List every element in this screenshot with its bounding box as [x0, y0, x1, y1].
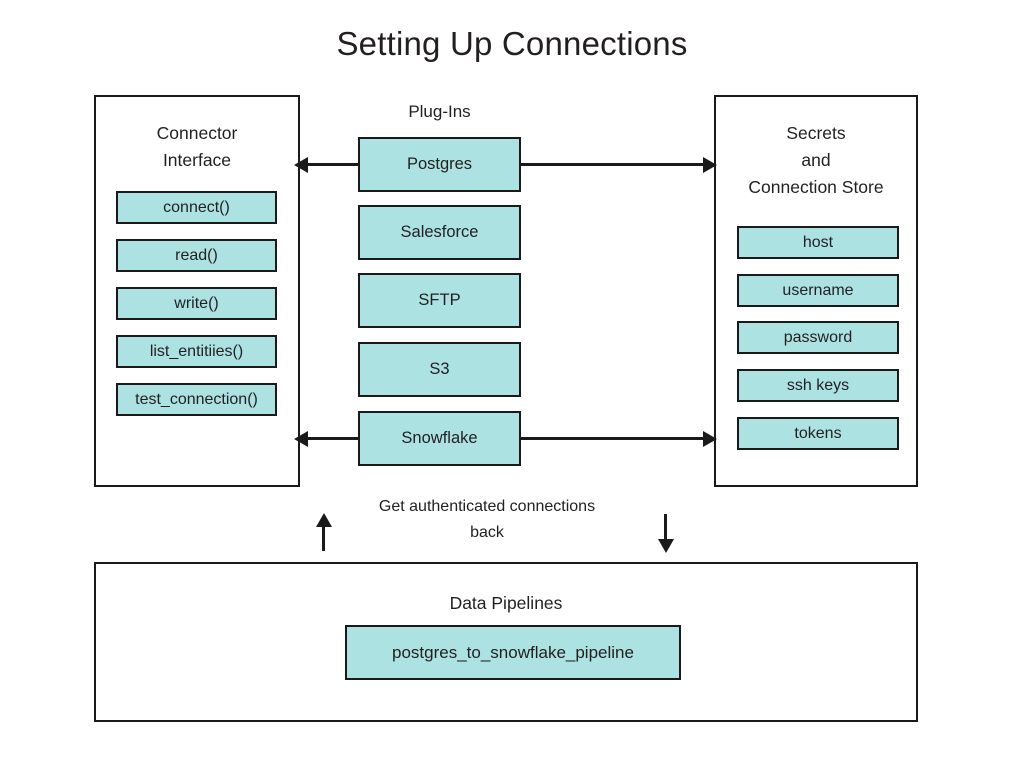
connector-interface-heading-line2: Interface	[162, 150, 232, 170]
data-pipelines-heading: Data Pipelines	[449, 593, 563, 613]
secrets-panel-heading: Secrets and Connection Store	[716, 120, 916, 201]
plugin-s3[interactable]: S3	[358, 342, 521, 397]
page-title: Setting Up Connections	[336, 25, 688, 62]
connector-method-read[interactable]: read()	[116, 239, 277, 272]
data-pipelines-panel: Data Pipelines	[94, 562, 918, 722]
secret-password[interactable]: password	[737, 321, 899, 354]
connector-interface-heading-line1: Connector	[156, 123, 238, 143]
flow-caption: Get authenticated connections back	[347, 494, 627, 546]
plugin-salesforce[interactable]: Salesforce	[358, 205, 521, 260]
secret-username[interactable]: username	[737, 274, 899, 307]
arrow-postgres-to-connector-head-icon	[294, 157, 308, 173]
secret-tokens[interactable]: tokens	[737, 417, 899, 450]
flow-caption-line1: Get authenticated connections	[378, 498, 596, 515]
secrets-heading-line2: and	[801, 150, 831, 170]
arrow-up-line	[322, 524, 325, 551]
arrow-postgres-to-secrets-head-icon	[703, 157, 717, 173]
plugin-snowflake[interactable]: Snowflake	[358, 411, 521, 466]
connector-interface-heading: Connector Interface	[96, 120, 298, 174]
arrow-postgres-to-secrets-line	[521, 163, 705, 166]
secrets-heading-line3: Connection Store	[748, 177, 884, 197]
arrow-down-head-icon	[658, 539, 674, 553]
arrow-up-head-icon	[316, 513, 332, 527]
connector-method-connect[interactable]: connect()	[116, 191, 277, 224]
connector-method-test-connection[interactable]: test_connection()	[116, 383, 277, 416]
arrow-snowflake-to-connector-head-icon	[294, 431, 308, 447]
secret-ssh-keys[interactable]: ssh keys	[737, 369, 899, 402]
plugin-sftp[interactable]: SFTP	[358, 273, 521, 328]
connector-method-write[interactable]: write()	[116, 287, 277, 320]
flow-caption-line2: back	[470, 524, 504, 541]
pipeline-postgres-to-snowflake[interactable]: postgres_to_snowflake_pipeline	[345, 625, 681, 680]
arrow-snowflake-to-secrets-head-icon	[703, 431, 717, 447]
plugins-column-label: Plug-Ins	[408, 102, 471, 121]
plugin-postgres[interactable]: Postgres	[358, 137, 521, 192]
arrow-postgres-to-connector-line	[306, 163, 358, 166]
secret-host[interactable]: host	[737, 226, 899, 259]
arrow-snowflake-to-connector-line	[306, 437, 358, 440]
secrets-heading-line1: Secrets	[786, 123, 846, 143]
connector-method-list-entities[interactable]: list_entitiies()	[116, 335, 277, 368]
arrow-snowflake-to-secrets-line	[521, 437, 705, 440]
arrow-down-line	[664, 514, 667, 541]
